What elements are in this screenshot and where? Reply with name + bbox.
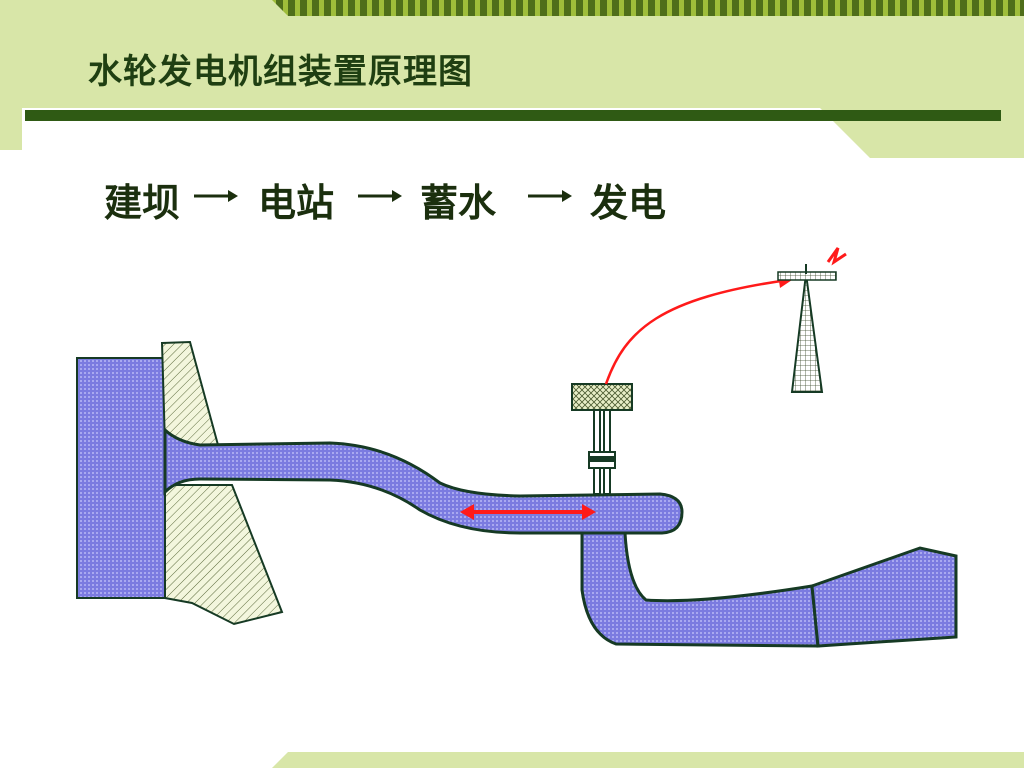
header-band [0,0,1024,108]
generator-icon [571,383,633,411]
flow-step-power-station: 电站 [258,181,335,225]
flow-step-store-water: 蓄水 [420,181,497,225]
header-band-left-tab [0,108,22,150]
flow-arrow-icon [194,190,238,202]
flow-direction-arrow-icon [460,504,596,520]
flow-arrow-icon [358,190,402,202]
tailrace-outlet [810,546,958,648]
slide-title: 水轮发电机组装置原理图 [88,52,473,92]
flow-step-build-dam: 建坝 [104,181,181,225]
power-line [604,278,789,385]
flow-step-generate: 发电 [590,181,667,225]
flow-arrow-icon [528,190,572,202]
header-rule [25,110,1001,121]
header-stripe [272,0,1024,16]
coupling-band [589,456,615,462]
dam-lower [164,484,284,626]
draft-tube [580,531,820,648]
dam-upper [160,340,220,446]
penstock [163,426,684,535]
transmission-tower-icon [790,273,824,393]
footer-band [272,752,1024,768]
reservoir-water [76,357,166,599]
lightning-bolt-icon [826,247,847,266]
